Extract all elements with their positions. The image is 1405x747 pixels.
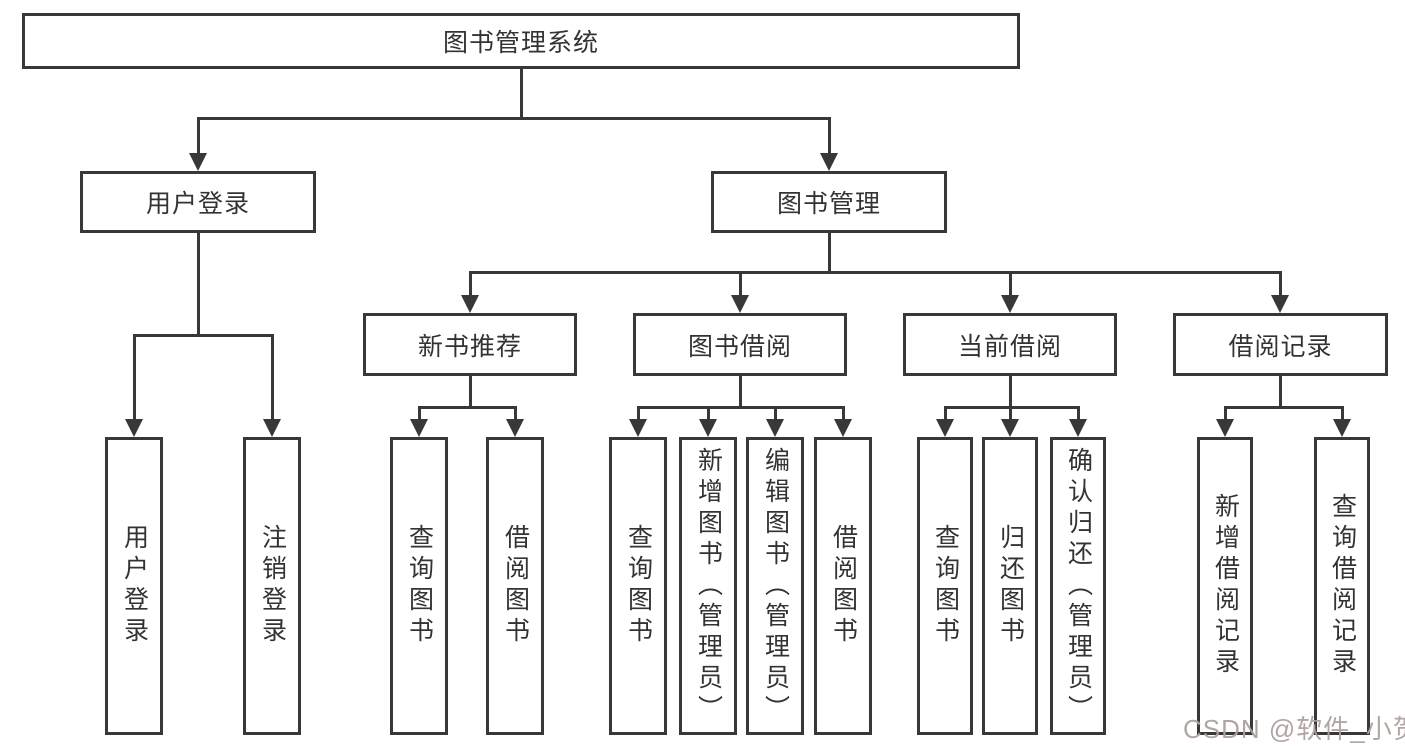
arrowhead-down xyxy=(766,419,784,437)
node-new-book-recommend-label: 新书推荐 xyxy=(417,332,522,361)
leaf-label: 新增图书（管理员） xyxy=(694,446,723,726)
leaf-recommend-query-books: 查询图书 xyxy=(390,437,448,735)
connector-root-stub xyxy=(520,69,523,118)
connector-drop-level3 xyxy=(469,271,472,297)
connector-book-management-stub xyxy=(828,233,831,273)
connector-level3-bar xyxy=(469,271,1282,274)
connector-group-bar xyxy=(637,406,844,409)
arrowhead-down xyxy=(699,419,717,437)
node-book-management-label: 图书管理 xyxy=(776,190,881,218)
leaf-label: 查询图书 xyxy=(931,524,960,648)
connector-drop-leaf xyxy=(842,406,845,421)
leaf-return-books: 归还图书 xyxy=(982,437,1038,735)
leaf-label: 注销登录 xyxy=(258,524,287,648)
arrowhead-down xyxy=(629,419,647,437)
leaf-label: 确认归还（管理员） xyxy=(1064,446,1093,726)
arrowhead-down xyxy=(1001,419,1019,437)
connector-group-stub xyxy=(469,376,472,409)
leaf-label: 新增借阅记录 xyxy=(1211,493,1240,679)
connector-drop-leaf xyxy=(944,406,947,421)
connector-drop-level3 xyxy=(739,271,742,297)
leaf-borrow-query-books: 查询图书 xyxy=(609,437,667,735)
node-borrow-records-label: 借阅记录 xyxy=(1228,332,1333,361)
connector-drop-leaf xyxy=(637,406,640,421)
node-book-borrow-label: 图书借阅 xyxy=(687,332,792,361)
leaf-label: 借阅图书 xyxy=(501,524,530,648)
arrowhead-down xyxy=(936,419,954,437)
node-user-login-label: 用户登录 xyxy=(145,190,250,218)
arrowhead-down xyxy=(1001,295,1019,313)
connector-user-login-stub xyxy=(197,233,200,337)
connector-drop-leaf xyxy=(707,406,710,421)
connector-drop-leaf xyxy=(271,334,274,421)
connector-drop-user-login xyxy=(197,117,200,155)
connector-group-stub xyxy=(739,376,742,409)
leaf-query-borrow-record: 查询借阅记录 xyxy=(1314,437,1370,735)
leaf-confirm-return-admin: 确认归还（管理员） xyxy=(1050,437,1106,735)
node-root: 图书管理系统 xyxy=(22,13,1020,69)
connector-drop-book-management xyxy=(828,117,831,155)
arrowhead-down xyxy=(1333,419,1351,437)
leaf-borrow-books: 借阅图书 xyxy=(814,437,872,735)
arrowhead-down xyxy=(820,153,838,171)
connector-group-bar xyxy=(418,406,517,409)
watermark-text: CSDN @软件_小贺同学 xyxy=(1183,714,1405,744)
leaf-label: 借阅图书 xyxy=(829,524,858,648)
connector-drop-leaf xyxy=(1009,406,1012,421)
arrowhead-down xyxy=(731,295,749,313)
leaf-recommend-borrow-books: 借阅图书 xyxy=(486,437,544,735)
arrowhead-down xyxy=(461,295,479,313)
node-book-management: 图书管理 xyxy=(711,171,947,233)
connector-top-bar xyxy=(197,117,831,120)
connector-group-stub xyxy=(1279,376,1282,409)
leaf-label: 查询图书 xyxy=(624,524,653,648)
node-borrow-records: 借阅记录 xyxy=(1173,313,1388,376)
leaf-logout: 注销登录 xyxy=(243,437,301,735)
leaf-edit-books-admin: 编辑图书（管理员） xyxy=(746,437,804,735)
leaf-add-books-admin: 新增图书（管理员） xyxy=(679,437,737,735)
leaf-user-login: 用户登录 xyxy=(105,437,163,735)
node-current-borrow: 当前借阅 xyxy=(903,313,1117,376)
connector-drop-leaf xyxy=(418,406,421,421)
arrowhead-down xyxy=(506,419,524,437)
connector-drop-leaf xyxy=(1224,406,1227,421)
leaf-label: 用户登录 xyxy=(120,524,149,648)
leaf-add-borrow-record: 新增借阅记录 xyxy=(1197,437,1253,735)
connector-drop-leaf xyxy=(133,334,136,421)
connector-drop-leaf xyxy=(514,406,517,421)
arrowhead-down xyxy=(1069,419,1087,437)
connector-drop-level3 xyxy=(1009,271,1012,297)
connector-user-login-bar xyxy=(133,334,274,337)
connector-drop-leaf xyxy=(1341,406,1344,421)
node-book-borrow: 图书借阅 xyxy=(633,313,847,376)
arrowhead-down xyxy=(1271,295,1289,313)
connector-drop-leaf xyxy=(1077,406,1080,421)
arrowhead-down xyxy=(125,419,143,437)
arrowhead-down xyxy=(834,419,852,437)
connector-drop-level3 xyxy=(1279,271,1282,297)
arrowhead-down xyxy=(410,419,428,437)
node-new-book-recommend: 新书推荐 xyxy=(363,313,577,376)
arrowhead-down xyxy=(1216,419,1234,437)
node-current-borrow-label: 当前借阅 xyxy=(957,332,1062,361)
leaf-label: 查询借阅记录 xyxy=(1328,493,1357,679)
connector-group-stub xyxy=(1009,376,1012,409)
leaf-current-query-books: 查询图书 xyxy=(917,437,973,735)
leaf-label: 归还图书 xyxy=(996,524,1025,648)
arrowhead-down xyxy=(263,419,281,437)
connector-drop-leaf xyxy=(774,406,777,421)
leaf-label: 查询图书 xyxy=(405,524,434,648)
leaf-label: 编辑图书（管理员） xyxy=(761,446,790,726)
node-root-label: 图书管理系统 xyxy=(442,29,599,57)
connector-group-bar xyxy=(1224,406,1343,409)
arrowhead-down xyxy=(189,153,207,171)
node-user-login: 用户登录 xyxy=(80,171,316,233)
